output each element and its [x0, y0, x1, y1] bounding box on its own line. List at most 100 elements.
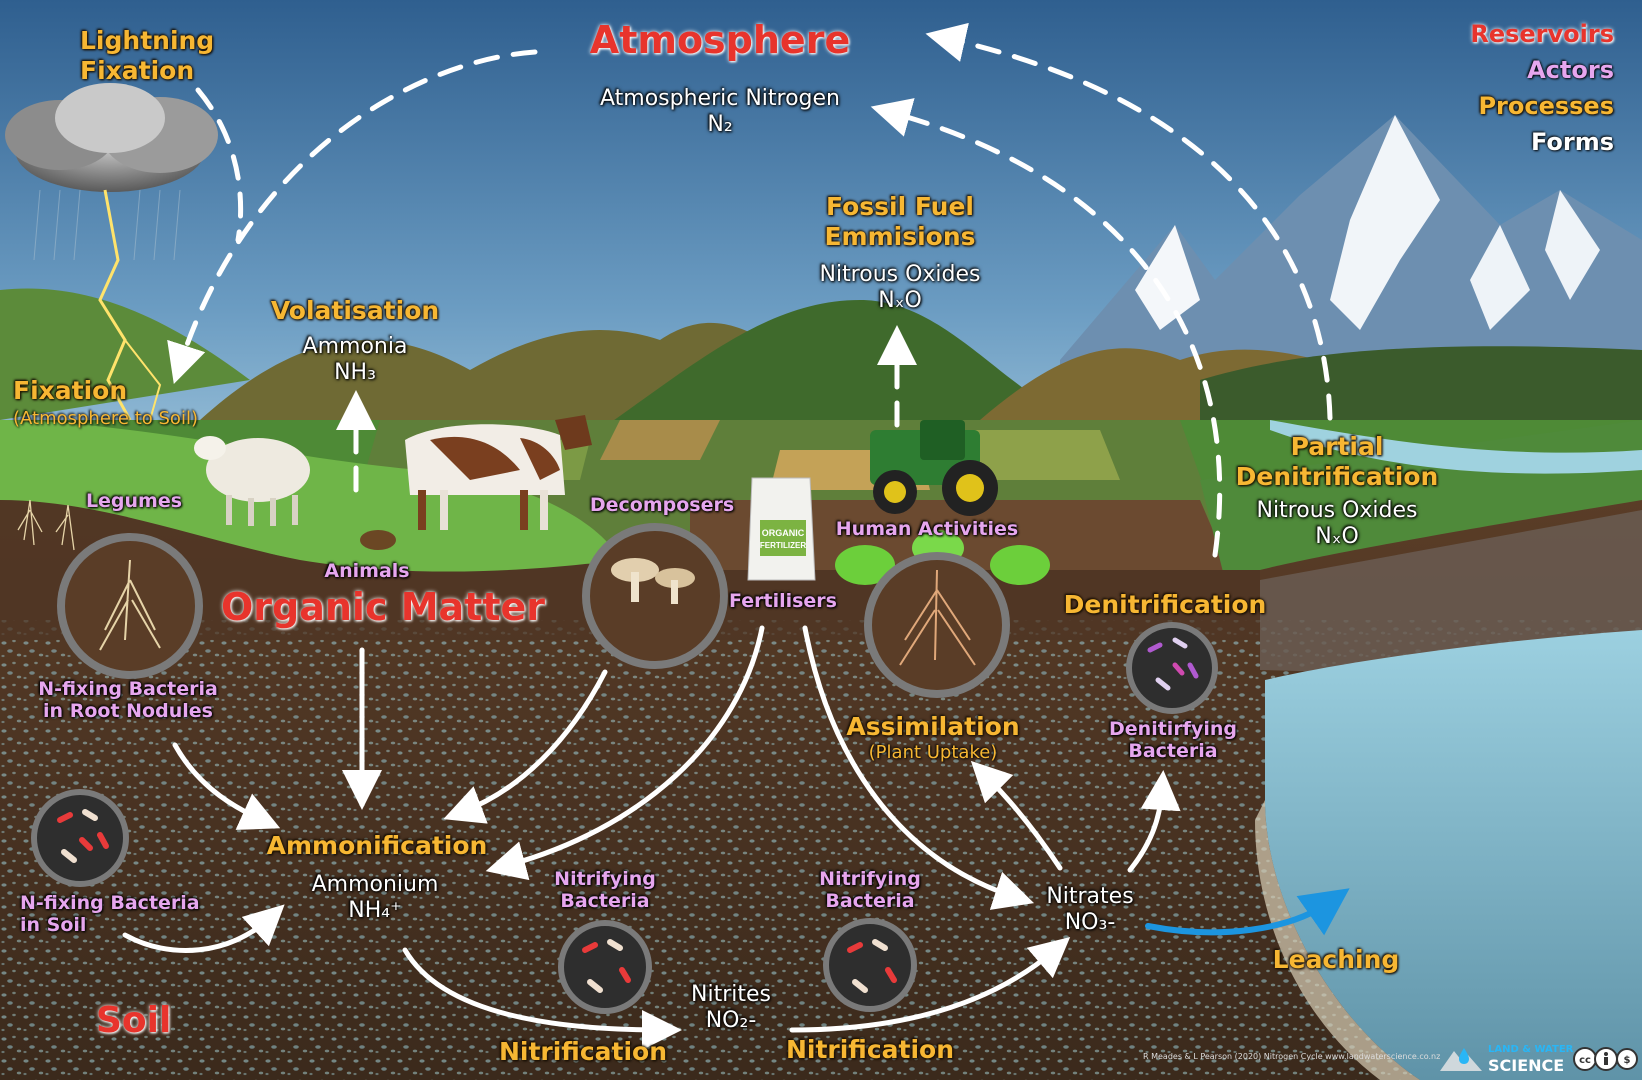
form-ammonia: Ammonia NH₃: [303, 334, 408, 386]
process-assimilation-note: (Plant Uptake): [868, 742, 998, 763]
process-nitrification-2: Nitrification: [785, 1035, 955, 1064]
actor-legumes: Legumes: [85, 490, 183, 512]
form-nitrates-name: Nitrates: [1046, 884, 1134, 909]
process-lightning-fixation-line-1: Lightning: [80, 26, 215, 55]
actor-decomposers: Decomposers: [589, 494, 735, 516]
actor-denitrifying-bacteria: Denitirfying Bacteria: [1109, 718, 1237, 763]
process-fossil-fuel-line-2: Emmisions: [824, 221, 976, 251]
tractor: [870, 420, 998, 516]
process-fixation: Fixation: [13, 376, 128, 405]
denitrifying-bacteria-circle: [1126, 622, 1218, 714]
form-partial-nitrous-oxides: Nitrous Oxides NₓO: [1256, 498, 1417, 550]
rain: [33, 189, 181, 261]
legend-actors: Actors: [1527, 56, 1614, 84]
form-ammonia-name: Ammonia: [302, 334, 408, 359]
process-nitrification-1: Nitrification: [498, 1037, 668, 1066]
process-fossil-fuel-line-1: Fossil Fuel: [826, 192, 974, 221]
actor-soil-bacteria-line-2: in Soil: [20, 914, 87, 937]
legend-processes: Processes: [1478, 92, 1614, 120]
process-lightning-fixation-line-2: Fixation: [80, 55, 195, 85]
soil-bacteria-circle: [31, 789, 129, 887]
form-partial-nitrous-oxides-name: Nitrous Oxides: [1256, 498, 1418, 523]
process-ammonification: Ammonification: [266, 831, 488, 860]
process-partial-denitrification-line-2: Denitrification: [1235, 461, 1439, 491]
form-ammonium-name: Ammonium: [311, 872, 439, 897]
reservoir-organic-matter: Organic Matter: [220, 585, 546, 629]
credit-text: R Meades & L Pearson (2020) Nitrogen Cyc…: [1143, 1052, 1441, 1061]
cow: [360, 415, 592, 550]
root-nodule-circle: [57, 533, 203, 679]
lightning-bolt: [98, 189, 132, 421]
form-ammonia-formula: NH₃: [334, 359, 376, 385]
nitrifying-bacteria-circle-1: [558, 920, 652, 1014]
process-assimilation: Assimilation: [846, 712, 1020, 741]
storm-cloud: [5, 83, 218, 192]
atmospheric-flow-arrows: [167, 22, 1333, 558]
actor-denitrifying-bacteria-line-1: Denitirfying: [1109, 718, 1237, 740]
actor-nitrifying-bacteria-2-line-2: Bacteria: [825, 890, 915, 913]
lightning-branch: [124, 339, 162, 421]
form-partial-nitrous-oxides-formula: NₓO: [1315, 523, 1359, 549]
process-partial-denitrification-line-1: Partial: [1290, 432, 1384, 461]
process-fossil-fuel: Fossil Fuel Emmisions: [824, 192, 975, 251]
snowy-mountains: [1060, 115, 1642, 420]
form-nitrites-formula: NO₂-: [705, 1007, 757, 1033]
actor-nitrifying-bacteria-1-line-2: Bacteria: [560, 890, 650, 913]
creative-commons-icon: cc $: [1573, 1047, 1638, 1071]
plant-root-circle: [864, 552, 1010, 698]
legend-reservoirs: Reservoirs: [1470, 20, 1614, 48]
actor-human-activities: Human Activities: [835, 518, 1019, 540]
process-leaching: Leaching: [1272, 945, 1400, 974]
actor-nitrifying-bacteria-2: Nitrifying Bacteria: [819, 868, 921, 913]
bag-label-line-2: FERTILIZER: [760, 541, 806, 550]
svg-text:cc: cc: [1579, 1055, 1591, 1066]
mountain-drop-icon: [1440, 1048, 1482, 1071]
bag-label-line-1: ORGANIC: [762, 528, 805, 538]
form-atmospheric-nitrogen-formula: N₂: [707, 111, 733, 137]
actor-nitrifying-bacteria-2-line-1: Nitrifying: [819, 868, 921, 890]
shore: [1255, 800, 1420, 1080]
form-nitrites: Nitrites NO₂-: [691, 982, 771, 1034]
actor-soil-bacteria-line-1: N-fixing Bacteria: [20, 892, 200, 914]
actor-nitrifying-bacteria-1-line-1: Nitrifying: [554, 868, 656, 890]
form-ammonium-formula: NH₄⁺: [348, 897, 402, 923]
svg-text:$: $: [1624, 1055, 1631, 1066]
fertilizer-bag: [747, 477, 816, 581]
actor-soil-bacteria: N-fixing Bacteria in Soil: [20, 892, 200, 937]
reservoir-soil: Soil: [96, 1000, 172, 1041]
sheep: [194, 436, 310, 526]
actor-animals: Animals: [324, 560, 410, 582]
legend-forms: Forms: [1530, 128, 1614, 156]
brand-line-2: SCIENCE: [1488, 1056, 1565, 1075]
actor-root-nodule-bacteria-line-1: N-fixing Bacteria: [38, 678, 218, 700]
form-nitrates-formula: NO₃-: [1064, 909, 1116, 935]
actor-fertilisers: Fertilisers: [729, 590, 837, 612]
process-denitrification: Denitrification: [1063, 590, 1267, 619]
rocky-bank: [1260, 510, 1642, 680]
process-volatisation: Volatisation: [270, 296, 440, 325]
lake: [1265, 630, 1642, 1080]
nitrifying-bacteria-circle-2: [823, 918, 917, 1012]
form-fossil-nitrous-oxides-name: Nitrous Oxides: [819, 262, 981, 287]
form-ammonium: Ammonium NH₄⁺: [312, 872, 439, 924]
form-atmospheric-nitrogen-name: Atmospheric Nitrogen: [600, 86, 840, 111]
process-partial-denitrification: Partial Denitrification: [1236, 432, 1439, 491]
legume-roots: [17, 499, 75, 551]
form-fossil-nitrous-oxides: Nitrous Oxides NₓO: [819, 262, 980, 314]
actor-root-nodule-bacteria: N-fixing Bacteria in Root Nodules: [38, 678, 218, 723]
form-nitrites-name: Nitrites: [691, 982, 771, 1007]
actor-root-nodule-bacteria-line-2: in Root Nodules: [43, 700, 213, 723]
process-fixation-note: (Atmosphere to Soil): [13, 408, 198, 429]
actor-nitrifying-bacteria-1: Nitrifying Bacteria: [554, 868, 656, 913]
decomposer-circle: [582, 523, 728, 669]
reservoir-atmosphere: Atmosphere: [589, 18, 851, 62]
form-nitrates: Nitrates NO₃-: [1046, 884, 1133, 936]
leaching-arrow: [1145, 888, 1350, 936]
brand-line-1: LAND & WATER: [1488, 1044, 1574, 1055]
soil-flow-arrows: [122, 625, 1181, 1050]
form-fossil-nitrous-oxides-formula: NₓO: [878, 287, 922, 313]
meadow: [0, 420, 620, 572]
actor-denitrifying-bacteria-line-2: Bacteria: [1128, 740, 1218, 763]
